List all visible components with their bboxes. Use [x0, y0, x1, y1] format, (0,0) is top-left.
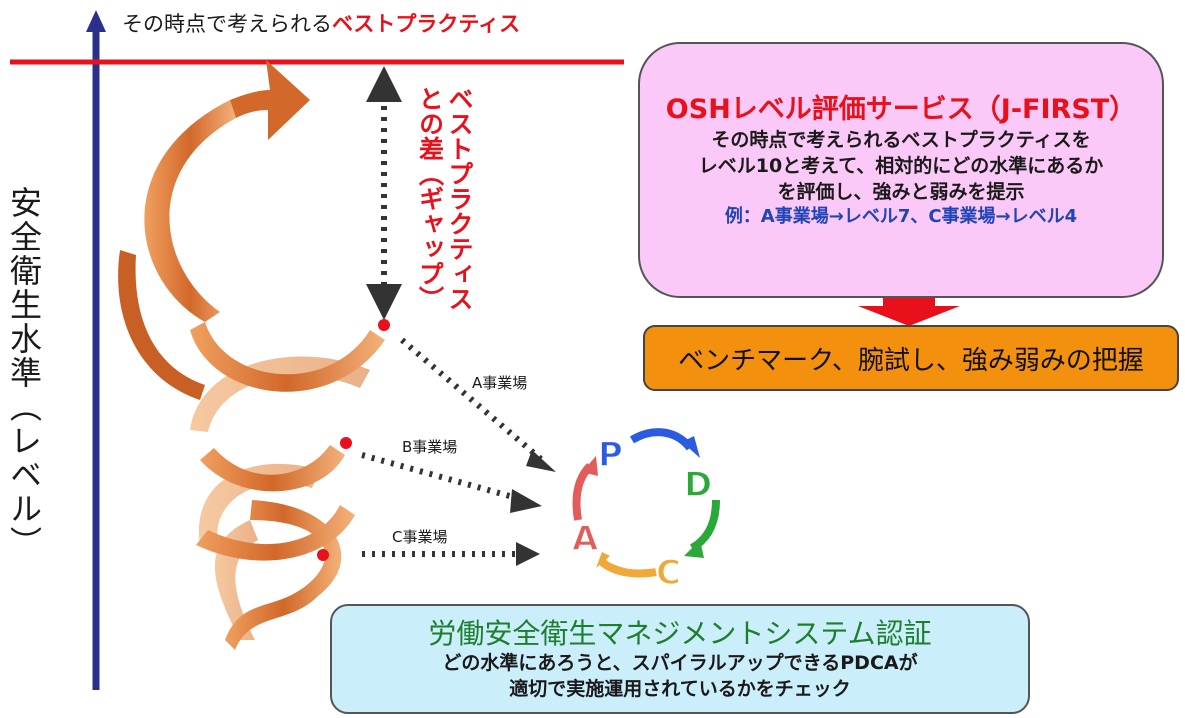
gap-label: ベストプラクティス との差（ギャップ）: [415, 86, 475, 346]
site-b-marker: [340, 437, 352, 449]
jfirst-desc-line: その時点で考えられるベストプラクティスを: [711, 129, 1091, 152]
site-c-label: C事業場: [392, 528, 448, 546]
best-practice-title-prefix: その時点で考えられる: [122, 12, 332, 36]
pdca-letter-a: A: [572, 519, 599, 559]
jfirst-title: OSHレベル評価サービス（J-FIRST）: [665, 94, 1137, 125]
pdca-arrow-p-to-d: [629, 428, 694, 451]
jfirst-description: その時点で考えられるベストプラクティスを レベル10と考えて、相対的にどの水準に…: [640, 128, 1162, 205]
spiral-up-ribbon: [118, 60, 385, 650]
site-a-label: A事業場: [472, 374, 528, 392]
best-practice-title-highlight: ベストプラクティス: [332, 12, 521, 36]
certification-title: 労働安全衛生マネジメントシステム認証: [428, 617, 932, 650]
y-axis-arrowhead: [86, 10, 106, 32]
certification-box: 労働安全衛生マネジメントシステム認証 どの水準にあろうと、スパイラルアップできる…: [330, 604, 1030, 714]
pdca-cycle: P D C A: [571, 428, 720, 594]
certification-description: どの水準にあろうと、スパイラルアップできるPDCAが 適切で実施運用されているか…: [332, 651, 1028, 702]
pdca-arrow-c-to-a: [599, 558, 657, 578]
jfirst-example: 例：A事業場→レベル7、C事業場→レベル4: [724, 206, 1078, 228]
jfirst-desc-line: を評価し、強みと弱みを提示: [777, 180, 1025, 203]
site-c-link: [317, 542, 540, 566]
pdca-letter-p: P: [598, 435, 623, 475]
pdca-arrow-d-to-c: [689, 499, 720, 552]
site-b-link: [340, 437, 542, 513]
site-c-marker: [317, 549, 329, 561]
pdca-letter-c: C: [656, 553, 681, 593]
best-practice-title: その時点で考えられるベストプラクティス: [122, 8, 520, 38]
pdca-arrow-a-to-p: [572, 463, 593, 521]
jfirst-desc-line: レベル10と考えて、相対的にどの水準にあるか: [698, 155, 1104, 178]
y-axis: [86, 10, 106, 690]
pdca-letter-d: D: [684, 465, 712, 505]
gap-label-line1: ベストプラクティス: [445, 86, 474, 311]
site-b-label: B事業場: [402, 438, 458, 456]
y-axis-label: 安全衛生水準（レベル）: [5, 186, 43, 560]
gap-label-line2: との差（ギャップ）: [415, 86, 445, 311]
benchmark-box: ベンチマーク、腕試し、強み弱みの把握: [643, 325, 1179, 391]
certification-desc-line: 適切で実施運用されているかをチェック: [509, 677, 851, 700]
certification-desc-line: どの水準にあろうと、スパイラルアップできるPDCAが: [442, 652, 918, 674]
site-a-marker: [378, 319, 390, 331]
site-a-link: [378, 319, 556, 472]
jfirst-box: OSHレベル評価サービス（J-FIRST） その時点で考えられるベストプラクティ…: [638, 42, 1164, 298]
